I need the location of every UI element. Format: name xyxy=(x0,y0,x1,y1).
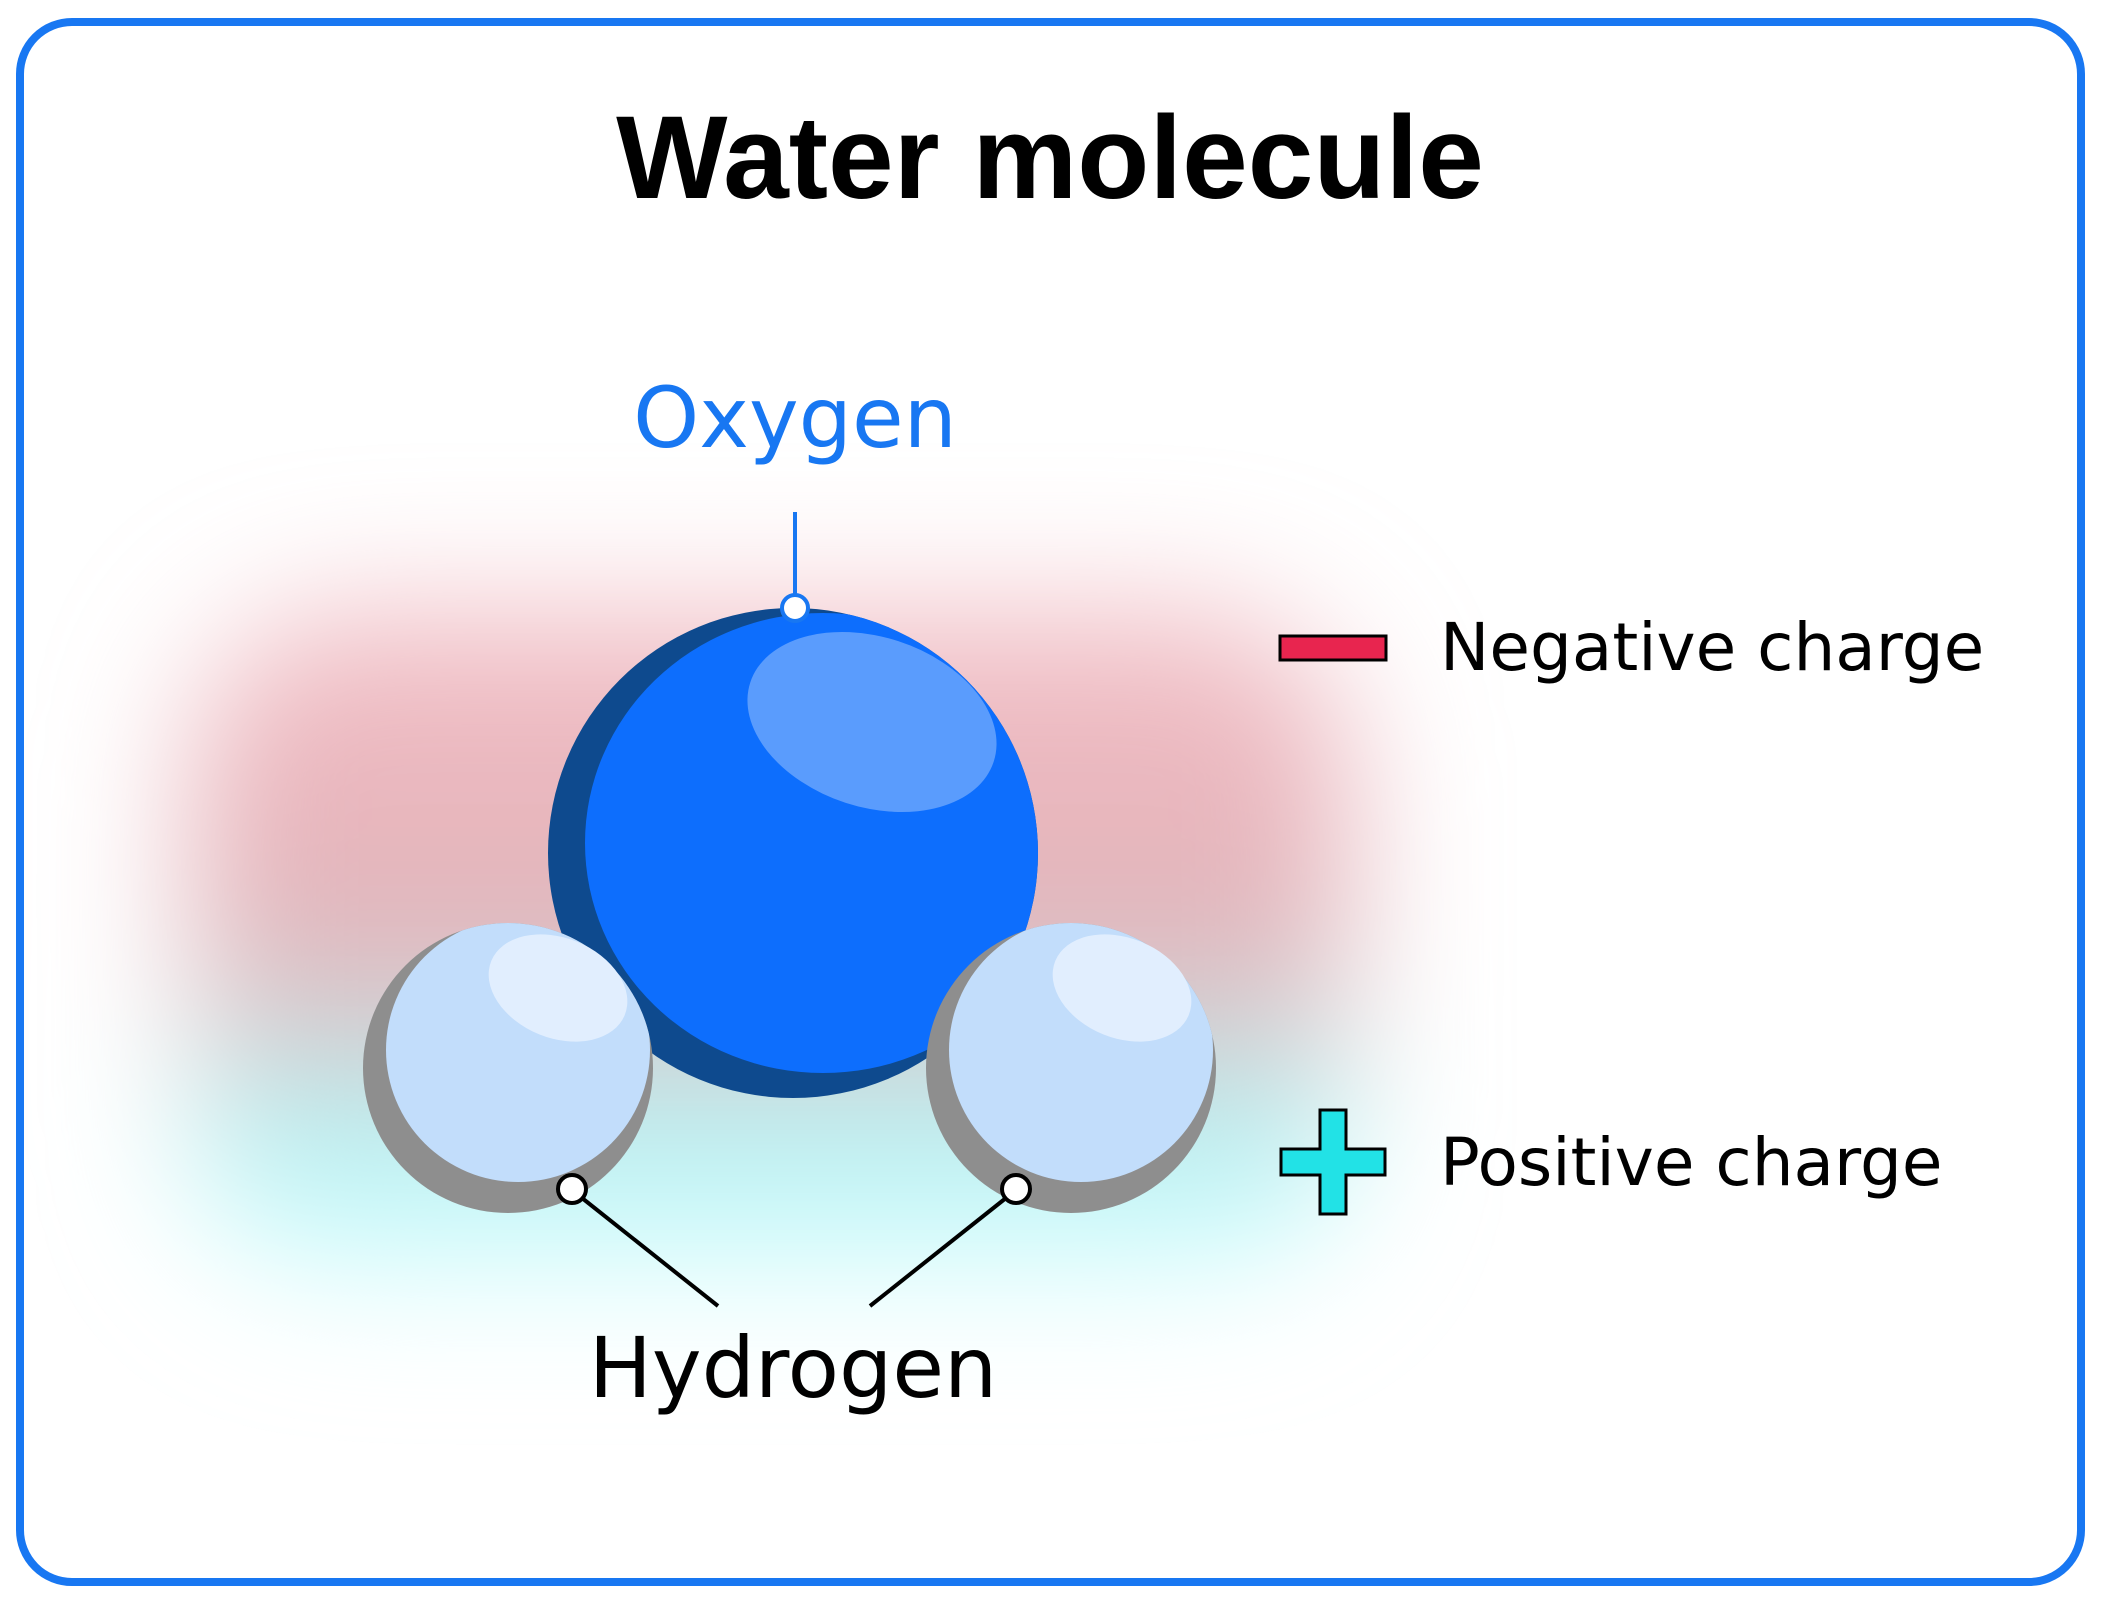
page-title: Water molecule xyxy=(616,92,1484,224)
minus-icon xyxy=(1278,634,1388,662)
hydrogen-leader-line-left xyxy=(580,1196,720,1308)
oxygen-highlight xyxy=(747,632,997,812)
hydrogen-atom-right xyxy=(926,923,1216,1213)
hydrogen-leader-dot-left xyxy=(556,1173,588,1205)
legend-label-positive: Positive charge xyxy=(1440,1124,1942,1201)
legend: Negative charge Positive charge xyxy=(1278,609,1984,1216)
hydrogen-atom-left xyxy=(363,923,653,1213)
hydrogen-leader-dot-right xyxy=(1000,1173,1032,1205)
oxygen-atom xyxy=(548,608,1038,1098)
oxygen-leader-dot xyxy=(780,593,810,623)
hydrogen-label: Hydrogen xyxy=(589,1319,998,1417)
legend-label-negative: Negative charge xyxy=(1440,609,1984,686)
plus-icon xyxy=(1279,1108,1387,1216)
oxygen-label: Oxygen xyxy=(633,369,957,467)
hydrogen-leader-line-right xyxy=(868,1196,1008,1308)
